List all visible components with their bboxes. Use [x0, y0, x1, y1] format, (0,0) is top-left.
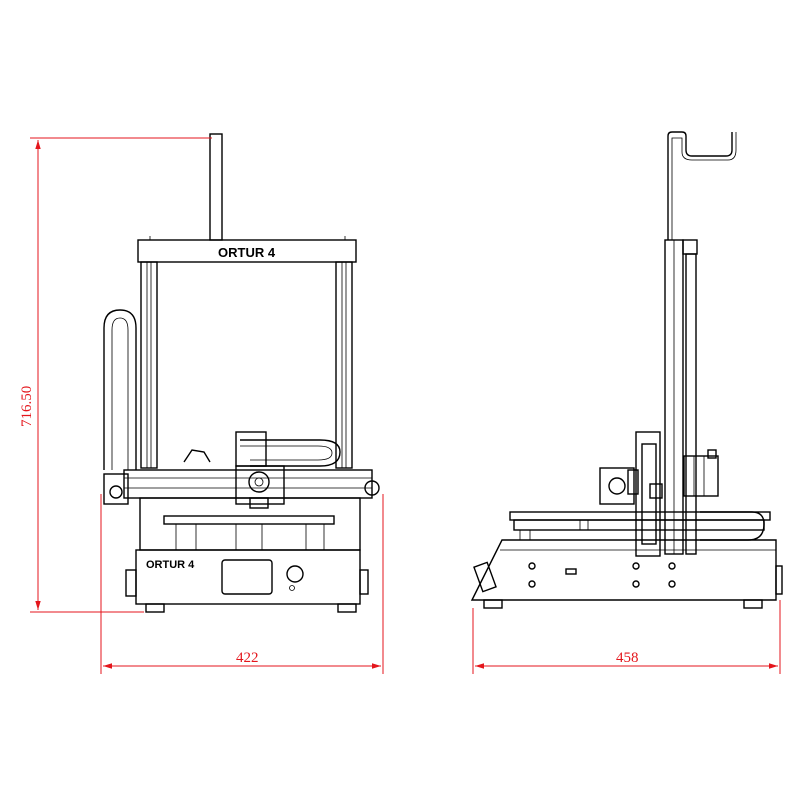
side-print-bed [509, 511, 771, 521]
lcd-screen [221, 559, 273, 595]
side-width-dimension-label: 458 [616, 650, 639, 666]
dimension-lines: 716.50 422 458 [19, 137, 781, 674]
spool-rod [209, 133, 223, 241]
extruder-fan-icon [248, 471, 270, 493]
side-motor [683, 455, 719, 497]
print-bed [163, 515, 335, 525]
base-brand-label: ORTUR 4 [146, 559, 195, 571]
front-view: ORTUR 4 [103, 133, 380, 613]
right-upright [335, 261, 353, 469]
top-frame-bar [137, 239, 357, 263]
spool-holder [667, 131, 733, 240]
side-foot-right [743, 599, 763, 609]
control-knob-icon [286, 565, 304, 583]
side-foot-left [483, 599, 503, 609]
front-width-dimension-label: 422 [236, 650, 259, 666]
extruder-carriage [235, 465, 285, 505]
side-extruder [599, 467, 635, 505]
foot-right [337, 603, 357, 613]
x-gantry [123, 469, 373, 499]
side-view [470, 131, 783, 609]
side-base [470, 539, 777, 601]
cable-loop-top [240, 439, 341, 467]
cable-loop-left [103, 309, 137, 470]
left-upright [140, 261, 158, 469]
height-dimension-label: 716.50 [19, 386, 35, 427]
front-brand-label: ORTUR 4 [218, 245, 276, 260]
foot-left [145, 603, 165, 613]
side-cable-loop [700, 511, 765, 541]
